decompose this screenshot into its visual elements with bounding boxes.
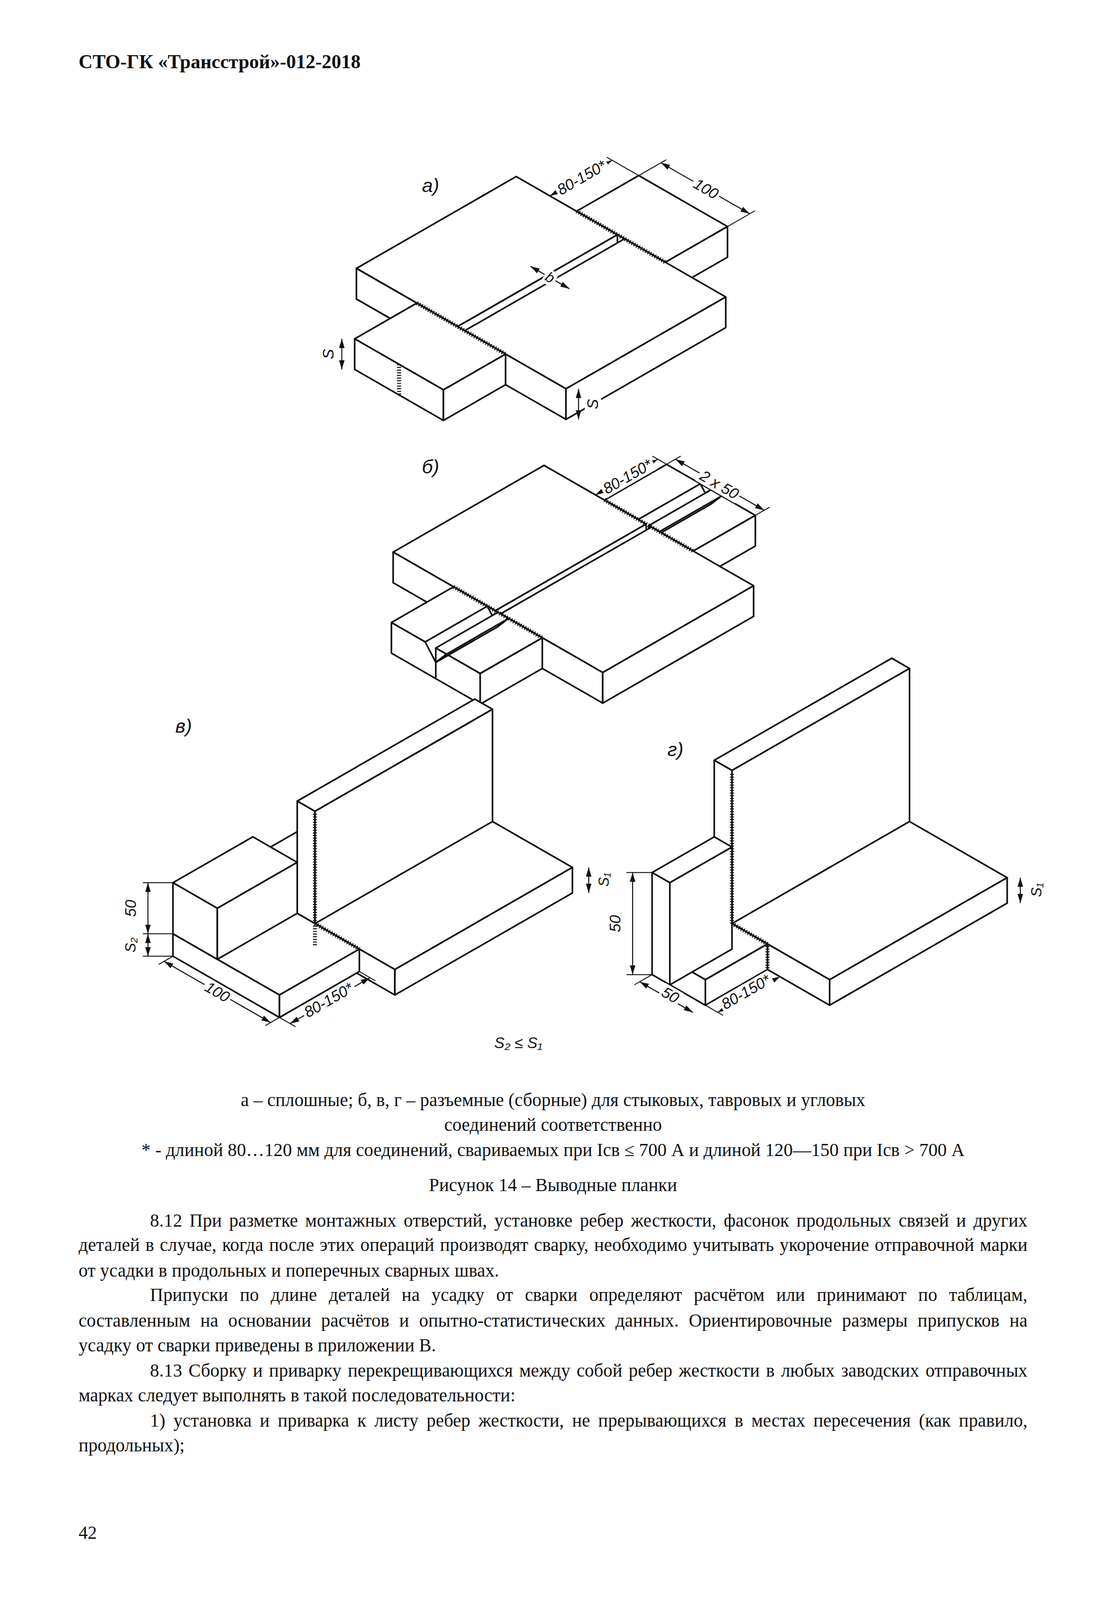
page-number: 42 [78, 1522, 97, 1544]
extension-line [652, 455, 667, 464]
footnote: * - длиной 80…120 мм для соединений, сва… [78, 1137, 1028, 1163]
weld-seam [765, 945, 770, 969]
dimension-line [639, 981, 693, 1013]
dimension-text: S [320, 347, 337, 362]
dimension-line [632, 872, 634, 975]
runoff-block-side [669, 847, 733, 985]
dimension-line [147, 933, 149, 956]
extension-line [590, 491, 605, 500]
extension-line [705, 1004, 724, 1016]
body-paragraph: 8.12 При разметке монтажных отверстий, у… [78, 1207, 1028, 1283]
extension-line [634, 974, 653, 985]
extension-line [638, 159, 667, 176]
dimension-text: 80-150* [552, 156, 611, 200]
dimension-text: S [584, 397, 601, 412]
figure-letter: в) [173, 716, 194, 737]
extension-line [279, 1017, 296, 1027]
extension-line [666, 455, 681, 464]
figure-letter: б) [420, 456, 442, 478]
dimension-line [530, 266, 570, 289]
extension-line [142, 955, 174, 957]
condition-note: S₂ ≤ S₁ [492, 1034, 545, 1051]
weld-seam [604, 499, 694, 551]
dimension-line [341, 338, 343, 370]
weld-seam [313, 813, 318, 924]
base-plate-side [565, 297, 726, 420]
weld-seam [416, 303, 506, 355]
body-paragraph: 8.13 Сборку и приварку перекрещивающихся… [78, 1357, 1028, 1408]
wall-plate-side [732, 668, 910, 924]
base-plate-side [602, 585, 754, 704]
extension-line [755, 506, 770, 515]
weld-seam [313, 925, 318, 947]
runoff-block-front [652, 872, 670, 985]
dimension-text: 100 [689, 174, 723, 203]
runoff-plate-front [354, 338, 444, 421]
base-plate-side [829, 877, 1008, 1005]
running-header: СТО-ГК «Трансстрой»-012-2018 [78, 50, 361, 74]
rib-plate-side [314, 709, 493, 924]
dimension-line [588, 867, 590, 893]
extension-line [142, 882, 174, 884]
body-paragraph: Припуски по длине деталей на усадку от с… [78, 1282, 1028, 1358]
weld-seam [729, 772, 734, 924]
dimension-line [577, 388, 579, 420]
dimension-line [1019, 877, 1021, 904]
weld-seam [732, 923, 768, 944]
extension-line [359, 971, 376, 981]
extension-line [626, 871, 653, 873]
dimension-line [675, 459, 765, 511]
extension-line [142, 933, 174, 934]
weld-seam [397, 364, 402, 396]
extension-line [727, 210, 755, 227]
figure-legend-text: а – сплошные; б, в, г – разъемные (сборн… [78, 1087, 1028, 1138]
extension-line [626, 974, 653, 976]
dimension-text: 50 [122, 897, 139, 919]
body-paragraph: 1) установка и приварка к листу ребер же… [78, 1407, 1028, 1458]
extension-line [265, 1017, 280, 1026]
weld-seam [576, 211, 666, 263]
figure-letter: г) [665, 739, 686, 761]
figure-caption: Рисунок 14 – Выводные планки [78, 1172, 1028, 1198]
runoff-block-side [217, 861, 298, 959]
dimension-line [290, 977, 371, 1024]
dimension-text: S₁ [1029, 880, 1045, 899]
runoff-bar-side [480, 637, 543, 705]
text-flow: а – сплошные; б, в, г – разъемные (сборн… [78, 1087, 1028, 1458]
dimension-line [661, 162, 750, 214]
groove-bevel [435, 618, 509, 663]
runoff-block-front [172, 882, 218, 960]
weld-seam [453, 586, 543, 638]
figure-letter: а) [420, 175, 442, 197]
rib-plate-front [297, 800, 315, 924]
runoff-plate-side [443, 354, 506, 421]
base-plate-side [394, 867, 573, 995]
extension-line [606, 156, 639, 176]
dimension-text: S₂ [123, 935, 139, 955]
dimension-text: 50 [607, 912, 624, 934]
dimension-text: S₁ [596, 870, 612, 889]
dimension-line [163, 961, 271, 1023]
weld-seam [314, 923, 360, 949]
extension-line [158, 955, 173, 964]
dimension-line [147, 882, 149, 934]
